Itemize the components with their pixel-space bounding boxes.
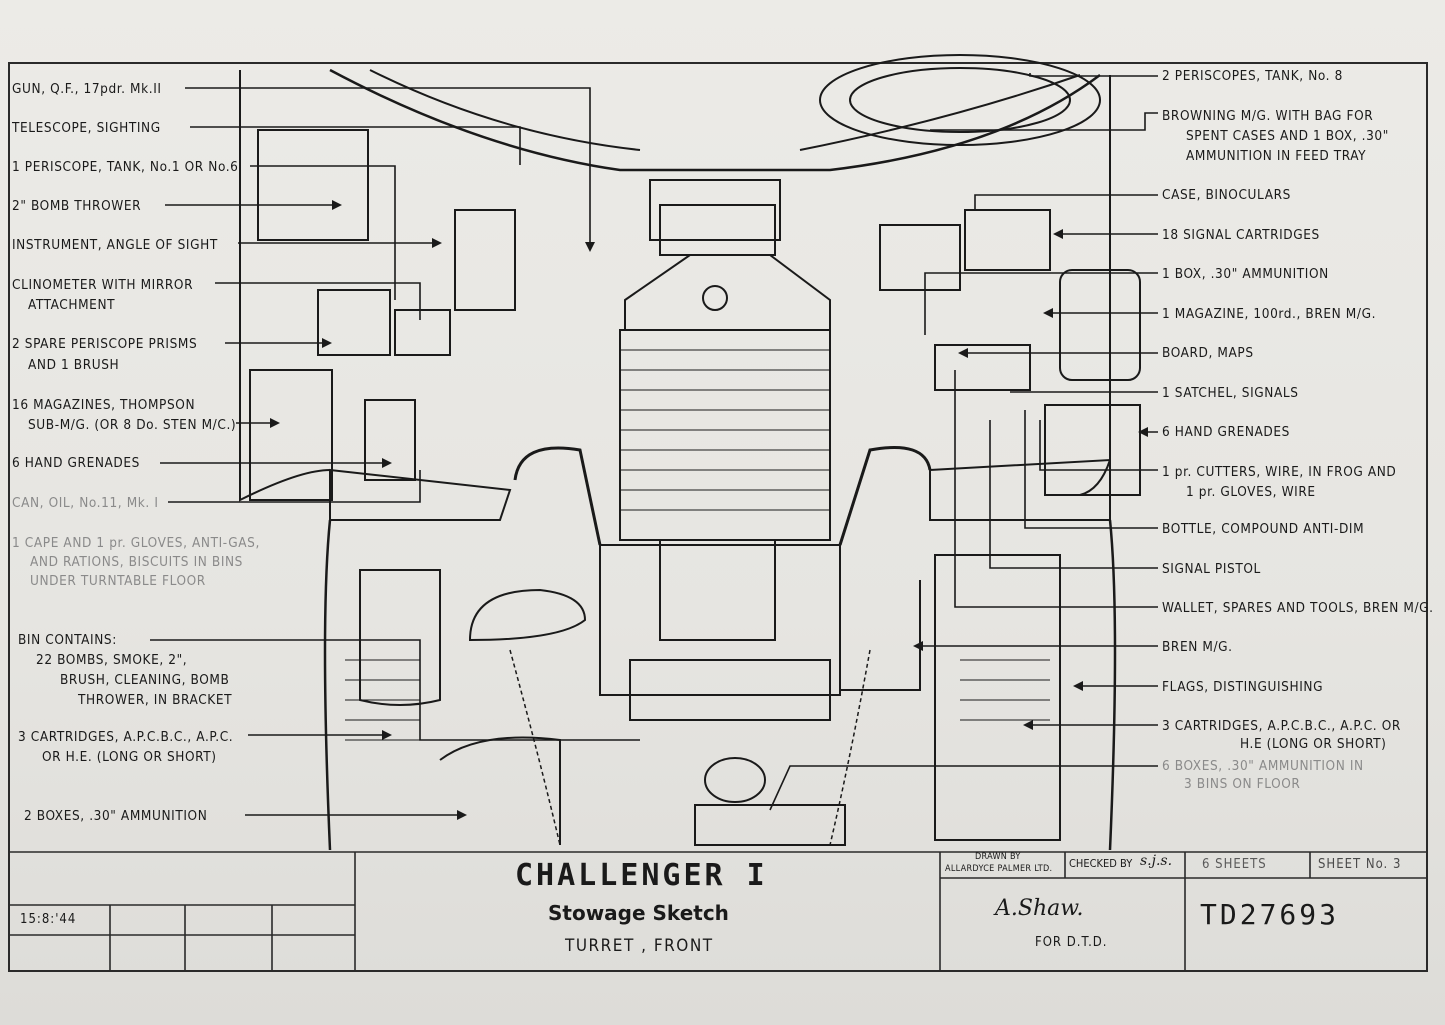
label-map-board: BOARD, MAPS [1162, 345, 1254, 361]
label-ammo-bins: 6 BOXES, .30" AMMUNITION IN [1162, 758, 1364, 774]
label-thompson-mags-2: SUB-M/G. (OR 8 Do. STEN M/C.) [28, 417, 237, 433]
label-bren-mg: BREN M/G. [1162, 639, 1233, 655]
label-browning-mg-3: AMMUNITION IN FEED TRAY [1186, 148, 1367, 164]
label-cape-gloves-2: AND RATIONS, BISCUITS IN BINS [30, 554, 243, 570]
label-binocular-case: CASE, BINOCULARS [1162, 187, 1291, 203]
label-wire-gloves: 1 pr. GLOVES, WIRE [1186, 484, 1316, 500]
label-clinometer: CLINOMETER WITH MIRROR [12, 277, 194, 293]
label-cartridges-right: 3 CARTRIDGES, A.P.C.B.C., A.P.C. OR [1162, 718, 1401, 734]
label-bin-bombs: 22 BOMBS, SMOKE, 2", [36, 652, 188, 668]
label-clinometer-2: ATTACHMENT [28, 297, 116, 313]
label-gun-17pdr: GUN, Q.F., 17pdr. Mk.II [12, 81, 162, 97]
label-wire-cutters: 1 pr. CUTTERS, WIRE, IN FROG AND [1162, 464, 1397, 480]
drawing-subtitle: Stowage Sketch [548, 901, 729, 925]
signature: A.Shaw. [995, 896, 1084, 921]
label-oil-can: CAN, OIL, No.11, Mk. I [12, 495, 159, 511]
label-angle-of-sight: INSTRUMENT, ANGLE OF SIGHT [12, 237, 218, 253]
label-ammo-bins-2: 3 BINS ON FLOOR [1184, 776, 1301, 792]
label-browning-mg-2: SPENT CASES AND 1 BOX, .30" [1186, 128, 1389, 144]
label-browning-mg: BROWNING M/G. WITH BAG FOR [1162, 108, 1374, 124]
sheet-number: SHEET No. 3 [1318, 857, 1402, 872]
label-hand-grenades-left: 6 HAND GRENADES [12, 455, 140, 471]
label-bin-contains: BIN CONTAINS: [18, 632, 117, 648]
checked-by-initials: s.j.s. [1140, 853, 1173, 869]
drawn-by-label: DRAWN BY [975, 852, 1021, 862]
drawing-date: 15:8:'44 [20, 912, 77, 927]
label-cartridges-left: 3 CARTRIDGES, A.P.C.B.C., A.P.C. [18, 729, 234, 745]
label-periscopes-no8: 2 PERISCOPES, TANK, No. 8 [1162, 68, 1343, 84]
label-bomb-thrower: 2" BOMB THROWER [12, 198, 142, 214]
label-signals-satchel: 1 SATCHEL, SIGNALS [1162, 385, 1299, 401]
checked-by-label: CHECKED BY [1069, 857, 1133, 870]
label-thompson-mags: 16 MAGAZINES, THOMPSON [12, 397, 196, 413]
label-cape-gloves-3: UNDER TURNTABLE FLOOR [30, 573, 206, 589]
label-telescope-sighting: TELESCOPE, SIGHTING [12, 120, 161, 136]
drawn-by: ALLARDYCE PALMER LTD. [945, 864, 1053, 874]
label-cartridges-right-2: H.E (LONG OR SHORT) [1240, 736, 1387, 752]
label-bin-bracket: THROWER, IN BRACKET [78, 692, 233, 708]
label-anti-dim-bottle: BOTTLE, COMPOUND ANTI-DIM [1162, 521, 1365, 537]
label-bren-magazine: 1 MAGAZINE, 100rd., BREN M/G. [1162, 306, 1377, 322]
label-signal-cartridges: 18 SIGNAL CARTRIDGES [1162, 227, 1320, 243]
label-bren-wallet: WALLET, SPARES AND TOOLS, BREN M/G. [1162, 600, 1434, 616]
label-ammo-boxes-left: 2 BOXES, .30" AMMUNITION [24, 808, 208, 824]
label-hand-grenades-right: 6 HAND GRENADES [1162, 424, 1290, 440]
label-periscope-no1: 1 PERISCOPE, TANK, No.1 OR No.6 [12, 159, 239, 175]
for-dtd: FOR D.T.D. [1035, 935, 1108, 950]
drawing-frame [8, 62, 1428, 972]
label-cartridges-left-2: OR H.E. (LONG OR SHORT) [42, 749, 217, 765]
label-cape-gloves: 1 CAPE AND 1 pr. GLOVES, ANTI-GAS, [12, 535, 260, 551]
drawing-title: CHALLENGER I [515, 858, 768, 893]
label-signal-pistol: SIGNAL PISTOL [1162, 561, 1261, 577]
label-ammo-box-right: 1 BOX, .30" AMMUNITION [1162, 266, 1329, 282]
label-spare-prisms-2: AND 1 BRUSH [28, 357, 120, 373]
drawing-view: TURRET , FRONT [565, 936, 714, 956]
drawing-number: TD27693 [1200, 898, 1340, 931]
label-spare-prisms: 2 SPARE PERISCOPE PRISMS [12, 336, 198, 352]
sheet-count: 6 SHEETS [1202, 857, 1267, 872]
label-bin-brush: BRUSH, CLEANING, BOMB [60, 672, 230, 688]
label-flags: FLAGS, DISTINGUISHING [1162, 679, 1324, 695]
